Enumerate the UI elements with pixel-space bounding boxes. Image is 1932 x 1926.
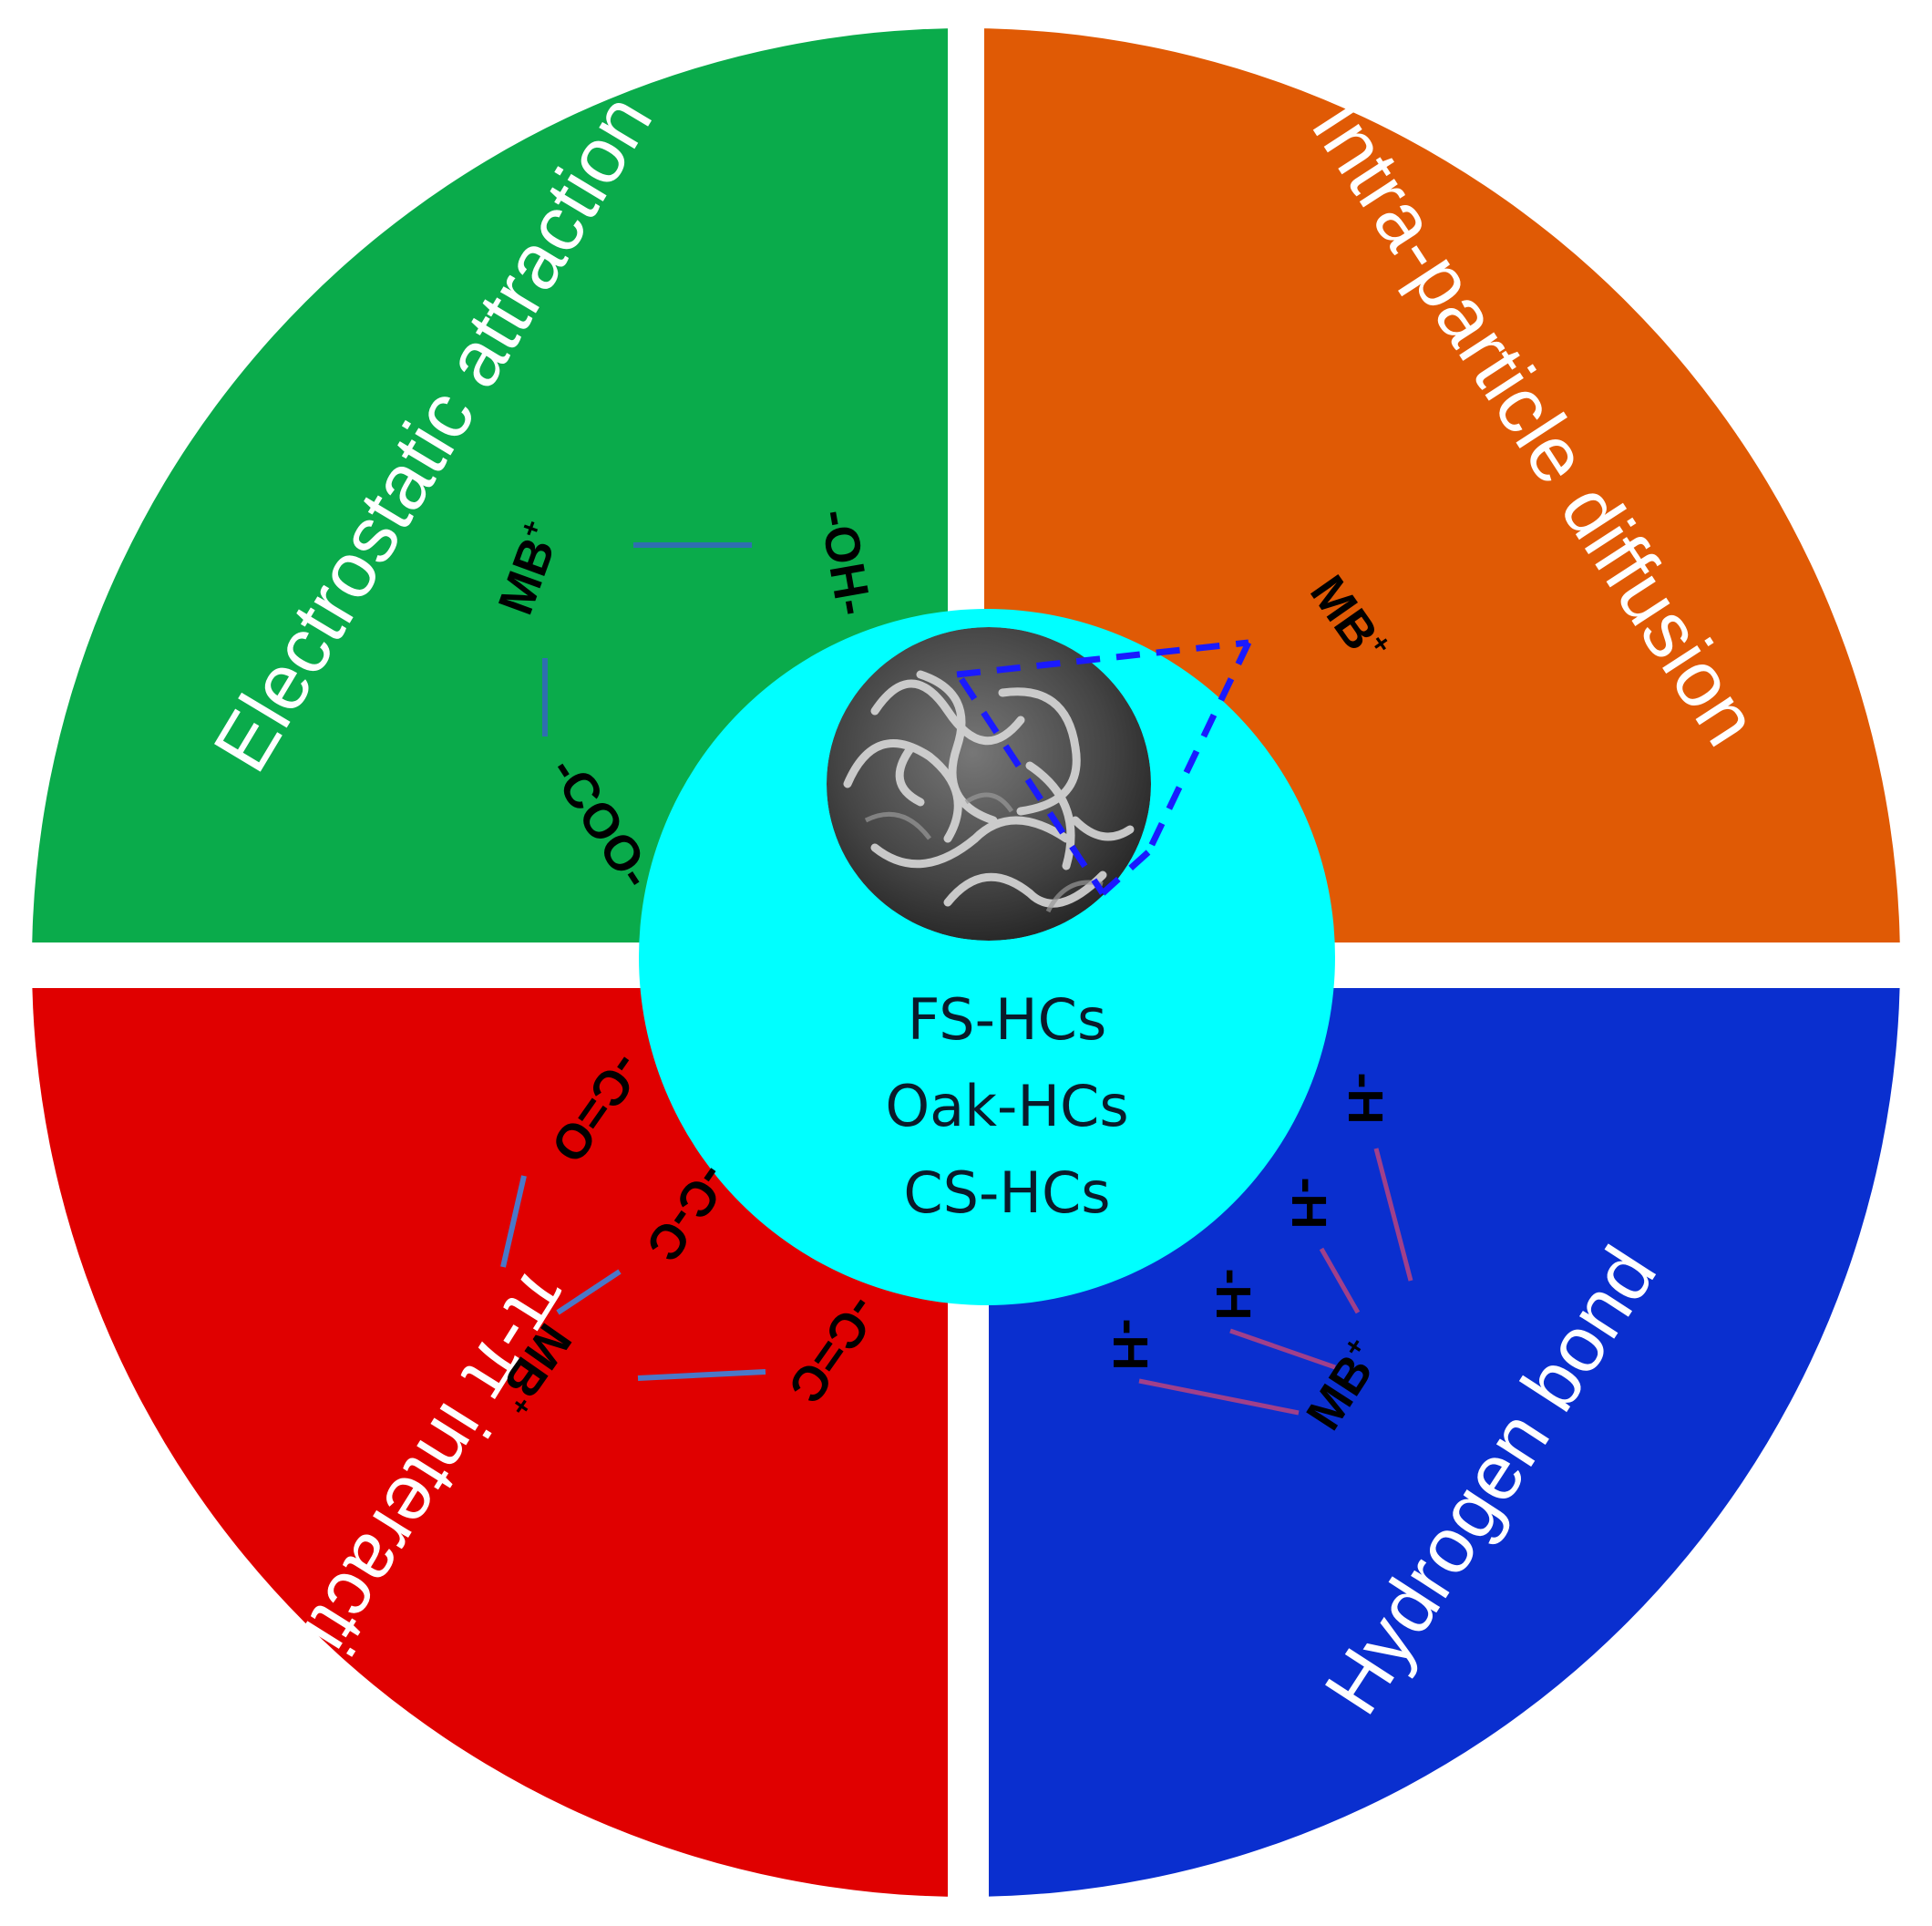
label-fs-hcs: FS-HCs: [908, 986, 1107, 1053]
h-group-2: -H: [1281, 1178, 1336, 1230]
label-cs-hcs: CS-HCs: [903, 1159, 1110, 1226]
diffusion-links: [956, 639, 1252, 896]
label-oak-hcs: Oak-HCs: [885, 1073, 1128, 1139]
h-group-3: -H: [1206, 1269, 1260, 1321]
sem-micrograph-fibers-icon: [827, 627, 1151, 941]
center-circle: [639, 609, 1335, 1305]
electrostatic-links: [542, 542, 752, 736]
pi-pi-links: [500, 1175, 766, 1381]
h-group-1: -H: [1338, 1073, 1392, 1125]
h-group-4: -H: [1103, 1319, 1157, 1371]
center-labels: FS-HCs Oak-HCs CS-HCs: [885, 986, 1128, 1226]
hydrogen-links: [1138, 1148, 1413, 1416]
